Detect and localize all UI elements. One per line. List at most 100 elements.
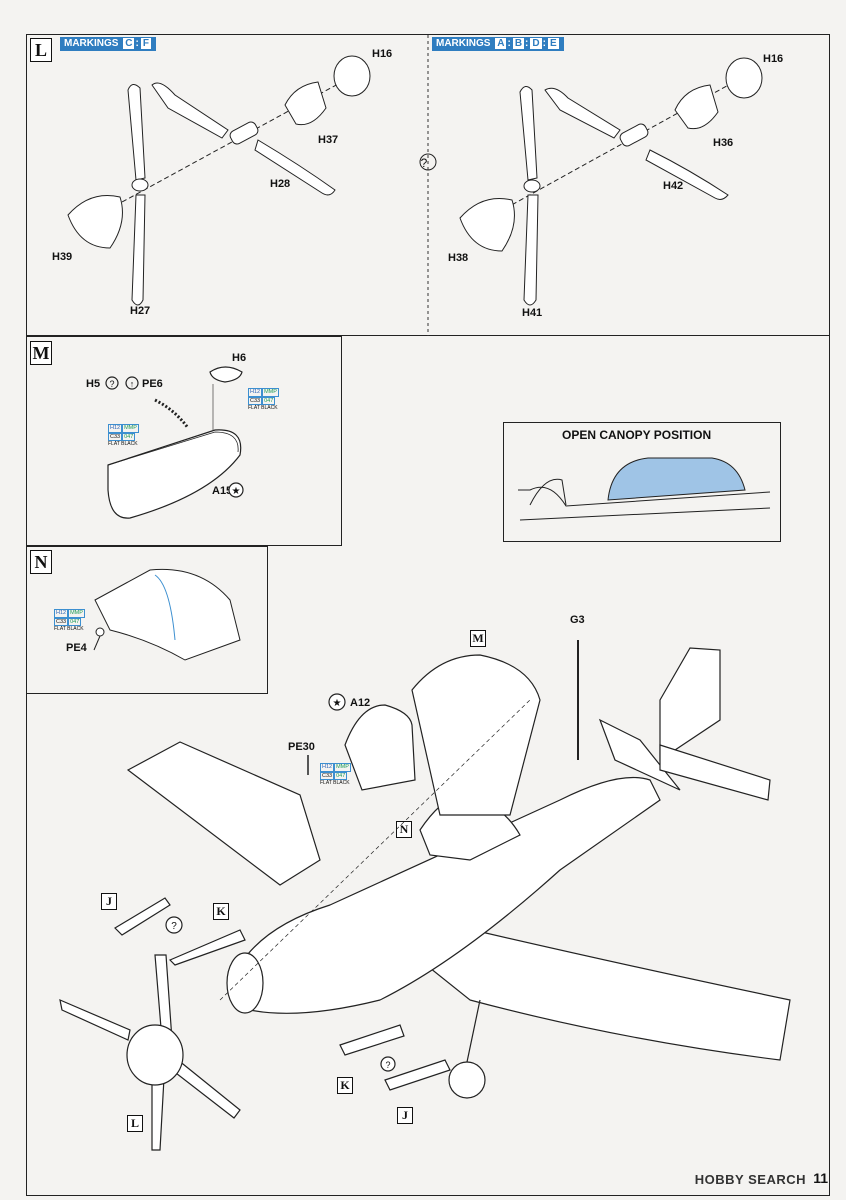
part-label-pe30: PE30: [288, 741, 315, 753]
right-propeller-assembly: [459, 57, 763, 306]
fuselage: [229, 776, 661, 1014]
marking-a: A: [494, 37, 508, 50]
paint-num: 047: [262, 396, 276, 405]
main-prop-blade-right: [171, 1059, 241, 1119]
step-m-letter: M: [30, 341, 52, 365]
step-n-letter: N: [30, 550, 52, 574]
assembly-guide-line: [219, 699, 531, 1001]
callout-k-bottom: K: [337, 1077, 353, 1094]
paint-h-code: H12: [108, 424, 123, 433]
step-n-cockpit: [93, 568, 241, 661]
prop-shaft: [229, 121, 259, 145]
callout-j-bottom: J: [397, 1107, 413, 1124]
paint-name: FLAT BLACK: [320, 780, 350, 786]
paint-mmp: MMP: [334, 763, 351, 772]
paint-c-code: C33: [108, 432, 123, 441]
optional-icon: [380, 1056, 396, 1072]
paint-name: FLAT BLACK: [54, 626, 84, 632]
exhaust-k-bottom: [339, 1024, 405, 1056]
svg-text:★: ★: [232, 486, 241, 497]
part-label-h28: H28: [270, 178, 291, 190]
left-wing: [126, 741, 321, 886]
part-label-h38: H38: [448, 252, 469, 264]
pe4-part: [95, 627, 105, 637]
marking-c: C: [122, 37, 136, 50]
main-prop-blade-left: [59, 998, 131, 1041]
svg-text:↑: ↑: [130, 379, 135, 389]
marking-sep: :: [525, 38, 529, 49]
part-label-h6: H6: [232, 352, 247, 364]
paint-c-code: C33: [248, 396, 263, 405]
part-label-h16-right: H16: [763, 53, 784, 65]
direction-icon: [125, 376, 139, 390]
marking-sep: :: [135, 38, 139, 49]
marking-sep: :: [542, 38, 546, 49]
hub-ring-h37: [284, 81, 327, 126]
prop-hub: [523, 179, 541, 193]
paint-h-code: H12: [320, 763, 335, 772]
step-m-panel: [26, 336, 342, 546]
backplate-h16: [333, 55, 371, 97]
marking-e: E: [546, 37, 560, 50]
a15-glue-icon: [228, 482, 244, 498]
blade-upper: [519, 86, 538, 181]
canopy-frame: [107, 429, 242, 519]
engine-nose: [226, 952, 264, 1014]
part-label-h16-left: H16: [372, 48, 393, 60]
callout-n: N: [396, 821, 412, 838]
part-label-pe6: PE6: [142, 378, 163, 390]
blade-lower: [523, 194, 539, 306]
open-canopy-panel: [503, 422, 781, 542]
left-markings-badge: MARKINGS C:F: [60, 37, 156, 51]
marking-f: F: [139, 37, 152, 50]
spinner-h39: [67, 195, 123, 249]
optional-icon: [105, 376, 119, 390]
svg-text:?: ?: [171, 921, 177, 932]
part-label-a15: A15: [212, 485, 233, 497]
landing-wheel: [448, 1061, 486, 1099]
vertical-tail: [659, 647, 721, 762]
left-markings-label: MARKINGS: [64, 38, 119, 49]
left-propeller-assembly: ?: [67, 55, 437, 306]
canopy-part-h6: [209, 366, 243, 383]
right-wing: [419, 919, 791, 1061]
blade-upper: [127, 84, 146, 181]
paint-name: FLAT BLACK: [248, 405, 278, 411]
part-label-pe4: PE4: [66, 642, 87, 654]
backplate-h16: [725, 57, 763, 99]
exhaust-j-top: [114, 897, 171, 936]
paint-h-code: H12: [54, 609, 69, 618]
prop-hub: [131, 178, 149, 192]
optional-icon: [165, 916, 183, 934]
prop-shaft: [619, 123, 649, 147]
callout-l-bottom: L: [127, 1115, 143, 1132]
a12-glue-icon: [328, 693, 346, 711]
step-n-panel: [26, 546, 268, 694]
cockpit-tub: [94, 568, 241, 661]
paint-h-code: H12: [248, 388, 263, 397]
spinner-h38: [459, 198, 515, 252]
right-markings-badge: MARKINGS A:B:D:E: [432, 37, 564, 51]
callout-m: M: [470, 630, 486, 647]
marking-b: B: [511, 37, 526, 50]
paint-mmp: MMP: [122, 424, 139, 433]
paint-c-code: C33: [320, 771, 335, 780]
blade-diagonal: [151, 82, 229, 139]
svg-text:?: ?: [109, 379, 114, 389]
part-label-h36: H36: [713, 137, 734, 149]
canopy-m: [411, 654, 541, 816]
blade-lower: [131, 194, 146, 306]
page-number: 11: [813, 1170, 828, 1186]
blade-h42: [645, 149, 729, 200]
paint-num: 047: [68, 617, 82, 626]
main-aircraft: ? ? ★: [59, 640, 791, 1151]
svg-text:?: ?: [385, 1060, 390, 1070]
fuselage-line: [518, 486, 771, 507]
exhaust-k-top: [168, 929, 246, 966]
paint-num: 047: [334, 771, 348, 780]
